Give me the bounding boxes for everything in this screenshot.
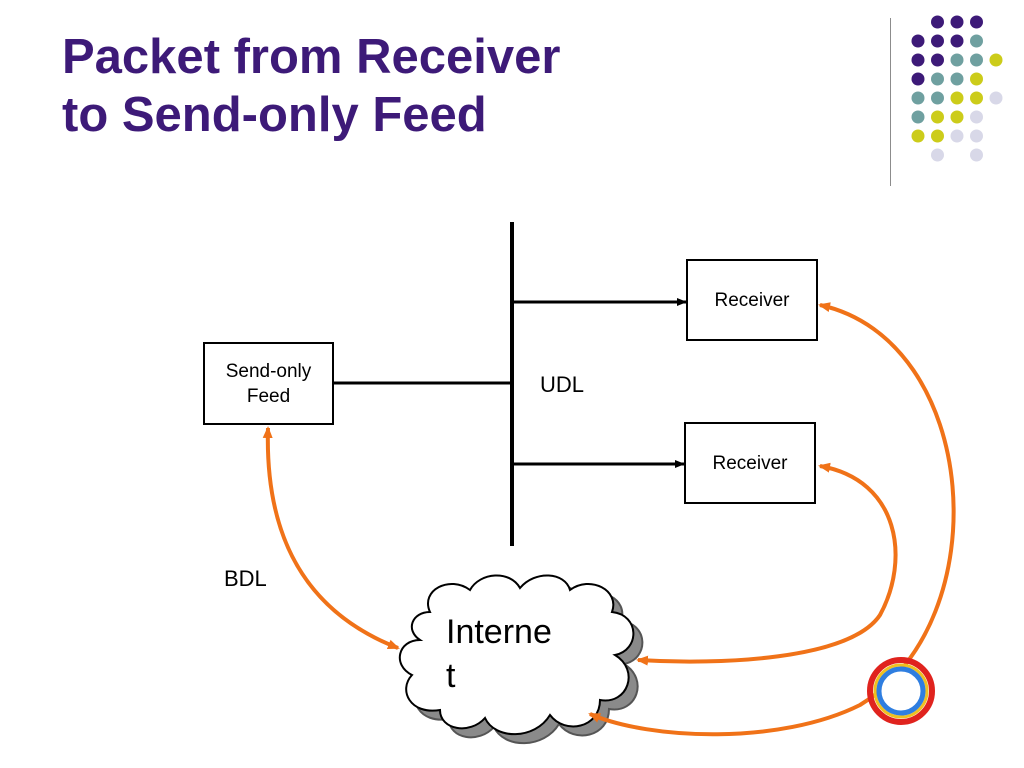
ring-logo-icon bbox=[867, 657, 935, 725]
decorative-dot bbox=[950, 110, 964, 124]
decorative-dot bbox=[970, 148, 983, 162]
decorative-dot bbox=[970, 110, 983, 124]
decorative-dot bbox=[950, 129, 964, 143]
send-only-feed-box: Send-only Feed bbox=[203, 342, 334, 425]
decorative-dot bbox=[931, 15, 944, 29]
slide-title: Packet from Receiver to Send-only Feed bbox=[62, 28, 762, 144]
decorative-dot bbox=[970, 34, 983, 48]
internet-cloud-icon bbox=[398, 574, 644, 745]
internet-label-line-2: t bbox=[446, 657, 456, 695]
decorative-dot bbox=[970, 129, 983, 143]
internet-label-line-1: Interne bbox=[446, 613, 552, 651]
title-line-1: Packet from Receiver bbox=[62, 30, 561, 84]
decorative-dot bbox=[911, 53, 925, 67]
title-line-2: to Send-only Feed bbox=[62, 88, 487, 142]
decorative-dot bbox=[931, 91, 944, 105]
decorative-dot bbox=[931, 148, 944, 162]
decorative-dot bbox=[950, 91, 964, 105]
receiver-top-label: Receiver bbox=[714, 289, 790, 311]
decorative-dot bbox=[911, 34, 925, 48]
decorative-dot bbox=[989, 53, 1003, 67]
decorative-dot bbox=[970, 15, 983, 29]
decorative-dot bbox=[970, 91, 983, 105]
internet-label: Interne t bbox=[446, 610, 576, 698]
decorative-dot bbox=[950, 34, 964, 48]
feed-label-line-2: Feed bbox=[246, 385, 291, 407]
decorative-dot bbox=[931, 34, 944, 48]
decorative-dot bbox=[911, 110, 925, 124]
feed-label-line-1: Send-only bbox=[225, 360, 312, 382]
decorative-dot bbox=[911, 129, 925, 143]
decorative-dot-grid bbox=[911, 15, 1003, 162]
bdl-feed-internet-arrow bbox=[262, 426, 400, 650]
decorative-dot bbox=[911, 72, 925, 86]
receiver-bottom-box: Receiver bbox=[684, 422, 816, 504]
title-divider bbox=[890, 18, 891, 186]
decorative-dot bbox=[970, 72, 983, 86]
decorative-dot bbox=[950, 53, 964, 67]
decorative-dot bbox=[950, 15, 964, 29]
decorative-dot bbox=[950, 72, 964, 86]
decorative-dot bbox=[931, 72, 944, 86]
decorative-dot bbox=[970, 53, 983, 67]
decorative-dot bbox=[931, 53, 944, 67]
decorative-dot bbox=[989, 91, 1003, 105]
decorative-dot bbox=[931, 110, 944, 124]
receiver-top-box: Receiver bbox=[686, 259, 818, 341]
decorative-dot bbox=[931, 129, 944, 143]
decorative-dot bbox=[911, 91, 925, 105]
bdl-label: BDL bbox=[224, 566, 267, 591]
udl-label: UDL bbox=[540, 372, 585, 397]
receiver-bottom-label: Receiver bbox=[712, 452, 788, 474]
